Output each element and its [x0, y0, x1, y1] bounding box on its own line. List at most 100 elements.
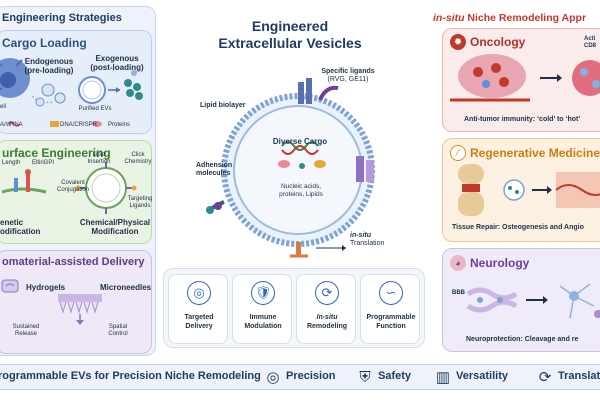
chemical-ev-icon: [75, 162, 137, 214]
cargo-protein-icon: [278, 160, 326, 169]
regen-caption: Tissue Repair: Osteogenesis and Angio: [452, 224, 584, 231]
cycle-icon: ⟳: [538, 369, 552, 386]
footer-headline: rogrammable EVs for Precision Niche Remo…: [0, 370, 261, 382]
bandage-icon: ⁄: [450, 145, 466, 161]
oncology-icon: ✹: [450, 34, 466, 50]
cargo-dna-icon: [281, 141, 319, 155]
feature-sublabel: Remodeling: [306, 323, 348, 330]
diverse-cargo-label: Diverse Cargo: [272, 137, 328, 146]
feature-sublabel: Delivery: [185, 323, 213, 330]
ev-diagram: [206, 78, 375, 258]
tumor-cold-icon: [458, 54, 526, 98]
shield-drop-icon: 🛡: [251, 281, 275, 305]
footer-item-label: Precision: [286, 370, 336, 382]
microneedle-patch-icon: [58, 294, 102, 314]
length-label: Length: [2, 160, 21, 166]
regen-title: Regenerative Medicine: [470, 146, 600, 160]
genetic-modification-membrane: [1, 169, 47, 194]
surface-engineering-title: urface Engineering: [2, 146, 111, 160]
tumor-hot-icon: [572, 60, 600, 96]
footer-item-label: Translat: [558, 370, 600, 382]
cycle-icon: ⟳: [315, 281, 339, 305]
delivery-title: omaterial-assisted Delivery: [2, 256, 145, 268]
feature-sublabel: Function: [376, 323, 406, 330]
specific-ligands-label: Specific ligands (RVG, GE11): [321, 68, 375, 83]
surface-engineering-illustration: [1, 162, 137, 214]
legend-dna-icon: [50, 121, 59, 127]
legend-proteins-icon: [92, 121, 102, 127]
ev-membrane: [221, 93, 375, 247]
feature-sublabel: Modulation: [244, 323, 282, 330]
donor-cell-label: ell: [0, 104, 7, 110]
legend-rna-icon: [7, 121, 21, 127]
safety-icon: ⛨: [359, 368, 371, 386]
neuron-icon: [559, 283, 600, 319]
feature-label: In-situ: [316, 314, 338, 321]
legend-dna-label: DNA/CRISPR: [60, 122, 98, 128]
endogenous-evs-icon: [35, 83, 66, 107]
gpi-label: EltiriGPI: [32, 160, 55, 166]
translation-anchor-icon: [290, 242, 308, 258]
loaded-evs-icon: [124, 70, 143, 100]
microneedles-label: Microneedles: [100, 283, 152, 292]
knee-joint-icon: [458, 164, 484, 216]
endogenous-label: Endogenous(pre-loading): [24, 57, 74, 75]
surface-engineering-card: [0, 140, 152, 244]
cargo-loading-title: Cargo Loading: [2, 36, 87, 50]
footer-item-label: Versatility: [456, 370, 508, 382]
neuro-illustration: [466, 283, 600, 319]
footer-bar: [0, 364, 600, 390]
oncology-caption: Anti-tumor immunity: ‘cold’ to ‘hot’: [464, 116, 581, 123]
cargo-loading-illustration: [0, 58, 143, 127]
oncology-title: Oncology: [470, 35, 526, 49]
target-icon: ◎: [187, 281, 211, 305]
lipid-bilayer-label: Lipid biolayer: [200, 102, 246, 109]
footer-item-label: Safety: [378, 370, 412, 382]
regen-illustration: [458, 164, 600, 216]
bbb-label: BBB: [452, 290, 465, 296]
feature-label: Programmable: [366, 314, 416, 321]
hydrogels-label: Hydrogels: [26, 283, 66, 292]
bbb-barrier-icon: [466, 287, 518, 313]
center-title: Engineered Extracellular Vesicles: [218, 18, 362, 51]
legend-rna-label: A/siRNA: [0, 122, 23, 128]
dna-icon: ∽: [379, 281, 403, 305]
donor-cell-icon: [0, 58, 30, 98]
legend-proteins-label: Proteins: [108, 122, 131, 128]
exogenous-label: Exogenous(post-loading): [90, 54, 144, 72]
ev-cluster-icon: [503, 179, 525, 201]
adhesion-molecule-icon: [206, 200, 225, 214]
engineering-strategies-header: Engineering Strategies: [2, 12, 122, 24]
feature-label: Targeted: [184, 314, 214, 321]
purified-ev-icon: [78, 76, 106, 104]
precision-icon: ◎: [266, 369, 280, 386]
bone-vessel-icon: [555, 172, 600, 208]
feature-label: Immune: [249, 314, 277, 321]
oncology-illustration: [450, 54, 600, 102]
neuro-caption: Neuroprotection: Cleavage and re: [466, 336, 579, 343]
secretion-arrow: [31, 95, 55, 104]
delivery-illustration: [1, 279, 102, 325]
brain-icon: ◕: [450, 255, 466, 271]
right-header: in-situ Niche Remodeling Appr: [433, 12, 587, 24]
purified-evs-label: Purified EVs: [78, 106, 112, 112]
transmembrane-protein-icon: [356, 156, 374, 182]
specific-ligand-receptor: [298, 78, 339, 104]
bar-chart-icon: ▥: [435, 369, 451, 386]
neuro-title: Neurology: [470, 256, 530, 270]
